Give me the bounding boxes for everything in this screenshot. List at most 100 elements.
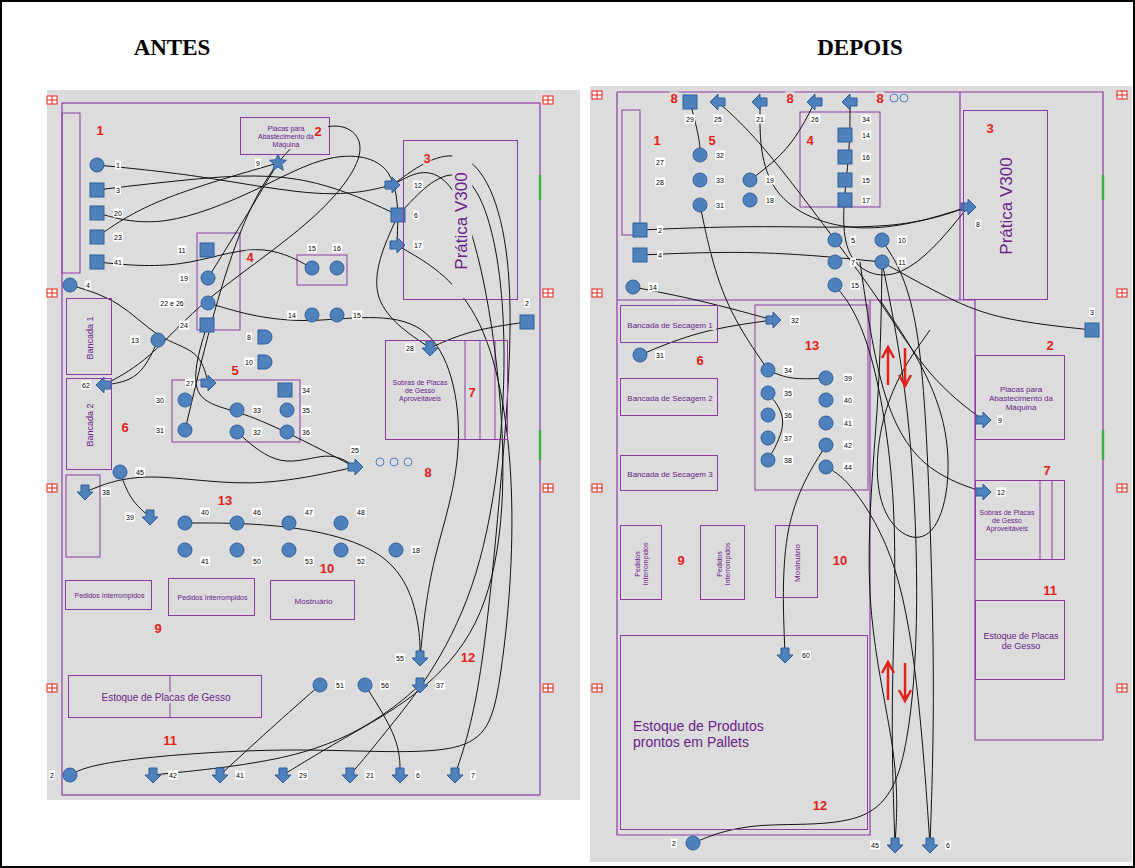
marker-shape	[90, 206, 104, 220]
step-tag: 11	[177, 246, 186, 255]
step-tag: 56	[380, 681, 390, 690]
area-label: Estoque de Placas de Gesso	[979, 631, 1063, 652]
marker-shape	[819, 371, 833, 385]
area-label: Bancada 2	[85, 382, 95, 468]
step-tag: 28	[405, 344, 415, 353]
marker-shape	[900, 94, 908, 102]
bench-box	[62, 113, 80, 273]
area-box: Estoque de Placas de Gesso	[975, 600, 1065, 680]
marker-shape	[633, 223, 647, 237]
step-tag: 21	[755, 115, 765, 124]
step-marker	[389, 543, 403, 557]
marker-shape	[875, 233, 889, 247]
marker-shape	[890, 94, 898, 102]
step-marker	[63, 768, 77, 782]
step-marker	[230, 516, 244, 530]
flow-path	[350, 175, 504, 775]
step-marker	[752, 94, 767, 110]
column-symbols	[47, 91, 1127, 692]
step-marker	[113, 465, 127, 479]
step-marker	[693, 148, 707, 162]
marker-shape	[151, 333, 165, 347]
marker-shape	[389, 543, 403, 557]
step-tag: 14	[648, 283, 658, 292]
flow-path	[826, 467, 930, 845]
table-box	[755, 305, 868, 490]
step-tag: 14	[861, 131, 871, 140]
marker-shape	[385, 177, 400, 193]
column-symbol	[543, 289, 553, 297]
step-marker	[761, 386, 775, 400]
rack-divider	[465, 340, 495, 440]
step-tag: 7	[470, 771, 476, 780]
step-marker	[90, 158, 104, 172]
column-cross	[592, 484, 602, 492]
step-tag: 3	[115, 186, 121, 195]
column-cross	[1117, 684, 1127, 692]
step-marker	[875, 255, 889, 269]
step-tag: 34	[301, 386, 311, 395]
step-tag: 15	[352, 311, 362, 320]
marker-shape	[693, 198, 707, 212]
step-marker	[200, 318, 214, 332]
flow-path	[700, 205, 768, 370]
column-outline	[47, 96, 57, 104]
table-box	[800, 112, 880, 207]
marker-shape	[305, 308, 319, 322]
step-marker	[278, 383, 292, 397]
marker-shape	[282, 516, 296, 530]
area-box: Bancada 1	[66, 298, 112, 375]
step-tag: 6	[415, 771, 421, 780]
column-outline	[592, 684, 602, 692]
step-tag: 39	[843, 374, 853, 383]
marker-shape	[90, 183, 104, 197]
flow-path	[640, 207, 968, 230]
step-marker	[334, 516, 348, 530]
step-tag: 37	[435, 681, 445, 690]
step-marker	[142, 510, 158, 525]
flow-path	[97, 156, 398, 245]
flow-path	[104, 126, 360, 430]
step-tag: 18	[765, 196, 775, 205]
step-tag: 21	[365, 771, 375, 780]
direction-arrow	[882, 662, 894, 700]
column-outline	[543, 96, 553, 104]
callout-number: 13	[217, 494, 233, 507]
step-tag: 34	[783, 366, 793, 375]
column-cross	[47, 289, 57, 297]
marker-shape	[230, 543, 244, 557]
marker-shape	[922, 838, 938, 853]
step-marker	[77, 485, 93, 500]
callout-number: 8	[423, 466, 432, 479]
step-marker	[777, 648, 793, 663]
area-box: Pedidos Interrompidos	[700, 525, 745, 600]
step-marker	[151, 333, 165, 347]
step-tag: 25	[350, 446, 360, 455]
callout-number: 6	[695, 354, 704, 367]
marker-shape	[178, 543, 192, 557]
marker-shape	[258, 355, 272, 369]
area-label: Estoque de Produtos prontos em Pallets	[633, 718, 793, 750]
marker-shape	[693, 148, 707, 162]
marker-shape	[390, 458, 398, 466]
column-symbol	[543, 684, 553, 692]
flow-path	[690, 102, 700, 155]
step-marker	[761, 363, 775, 377]
marker-shape	[77, 485, 93, 500]
step-tag: 31	[155, 426, 165, 435]
step-tag: 4	[657, 251, 663, 260]
flow-path	[97, 163, 278, 237]
step-marker	[358, 678, 372, 692]
step-tag: 5	[850, 236, 856, 245]
step-marker	[330, 261, 344, 275]
table-box	[197, 233, 240, 330]
area-box: Pedidos Interrompidos	[168, 578, 255, 616]
area-box: Mostruário	[775, 525, 818, 598]
step-marker	[258, 355, 272, 369]
area-box: Bancada de Secagem 2	[620, 378, 718, 416]
marker-shape	[230, 403, 244, 417]
step-marker	[890, 94, 898, 102]
area-box: Sobras de Placas de Gesso Aproveitáveis	[975, 480, 1065, 560]
step-marker	[819, 416, 833, 430]
step-marker	[761, 431, 775, 445]
